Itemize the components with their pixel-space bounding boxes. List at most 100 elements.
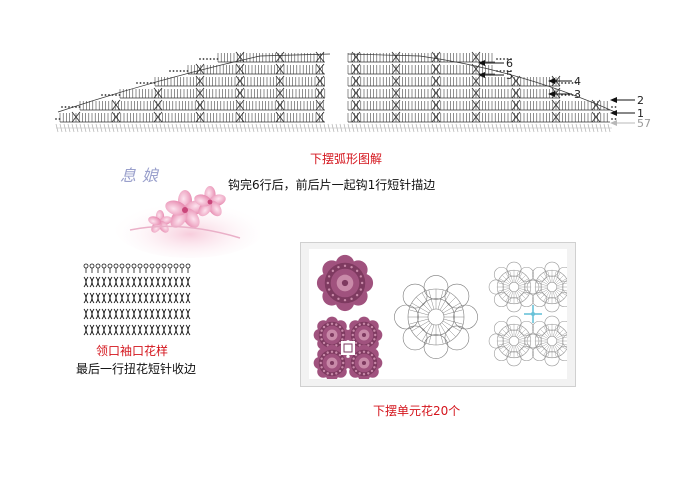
chain-dot bbox=[503, 58, 505, 60]
cable-stitch bbox=[121, 276, 125, 288]
cable-stitch bbox=[91, 324, 95, 336]
cross-stitch bbox=[391, 75, 401, 87]
cable-stitch bbox=[157, 308, 161, 320]
chart-spoke bbox=[501, 344, 511, 354]
chart-spoke bbox=[408, 318, 429, 325]
cross-stitch bbox=[195, 63, 205, 75]
joined-motif-chart bbox=[526, 261, 578, 313]
yarn-texture bbox=[370, 353, 374, 357]
collar-row-5 bbox=[83, 324, 191, 336]
yarn-texture bbox=[370, 369, 374, 373]
cross-stitch bbox=[275, 75, 285, 87]
chart-spoke bbox=[516, 272, 523, 283]
chart-spoke bbox=[535, 342, 548, 346]
motif-illustrations bbox=[313, 254, 578, 382]
chart-ring bbox=[546, 335, 558, 347]
cable-stitch bbox=[91, 308, 95, 320]
row-marker-6: 6 bbox=[506, 57, 513, 70]
chart-spoke bbox=[535, 336, 548, 340]
chart-spoke bbox=[554, 291, 561, 302]
chain-dot bbox=[496, 58, 498, 60]
chain-dot bbox=[561, 82, 563, 84]
chart-spoke bbox=[439, 323, 451, 342]
chain-dot bbox=[179, 70, 182, 72]
picot-stitch bbox=[101, 263, 107, 269]
chain-dot bbox=[61, 106, 63, 108]
collar-row-3 bbox=[83, 292, 191, 304]
cross-stitch bbox=[195, 111, 205, 123]
cable-stitch bbox=[181, 308, 185, 320]
chain-dot bbox=[503, 70, 505, 72]
yarn-texture bbox=[341, 357, 344, 360]
chart-spoke bbox=[556, 288, 569, 292]
cable-stitch bbox=[139, 324, 143, 336]
cable-stitch bbox=[115, 308, 119, 320]
yarn-texture bbox=[322, 353, 326, 357]
cross-stitch bbox=[351, 99, 361, 111]
yarn-texture bbox=[374, 361, 377, 365]
yarn-texture bbox=[350, 297, 353, 301]
cross-stitch bbox=[153, 87, 163, 99]
yarn-texture bbox=[359, 288, 363, 291]
chart-spoke bbox=[517, 344, 527, 354]
yarn-texture bbox=[335, 372, 338, 375]
chain-dot bbox=[199, 58, 201, 60]
yarn-texture bbox=[351, 333, 354, 337]
cross-stitch bbox=[235, 51, 245, 63]
yarn-hole bbox=[329, 332, 335, 338]
chart-spoke bbox=[554, 272, 561, 283]
chart-spoke bbox=[421, 292, 433, 311]
cable-stitch bbox=[85, 276, 89, 288]
cross-stitch bbox=[275, 99, 285, 111]
cable-stitch bbox=[109, 324, 113, 336]
chart-petal bbox=[444, 325, 470, 351]
chart-spoke bbox=[411, 302, 430, 314]
yarn-joined-motif bbox=[345, 344, 383, 382]
cable-stitch bbox=[163, 276, 167, 288]
chart-ring bbox=[508, 335, 520, 347]
chart-spoke bbox=[517, 290, 527, 300]
motif-panel bbox=[300, 242, 578, 387]
chart-spoke bbox=[428, 324, 435, 345]
chart-spoke bbox=[509, 270, 513, 283]
chart-spoke bbox=[499, 332, 510, 339]
yarn-texture bbox=[367, 323, 370, 326]
cable-stitch bbox=[127, 308, 131, 320]
picot-stitch bbox=[167, 263, 173, 269]
cable-stitch bbox=[151, 308, 155, 320]
yarn-texture bbox=[362, 350, 366, 353]
chart-spoke bbox=[537, 278, 548, 285]
row-marker-1: 1 bbox=[637, 107, 644, 120]
cable-stitch bbox=[139, 308, 143, 320]
chain-dot bbox=[68, 106, 70, 108]
hem-row-2 bbox=[61, 101, 617, 111]
yarn-texture bbox=[358, 351, 361, 354]
cable-stitch bbox=[145, 292, 149, 304]
chain-dot bbox=[202, 58, 205, 60]
yarn-texture bbox=[360, 281, 364, 285]
row-marker-5: 5 bbox=[506, 69, 513, 82]
cross-stitch bbox=[431, 51, 441, 63]
chain-dot bbox=[186, 70, 189, 72]
cable-stitch bbox=[121, 292, 125, 304]
yarn-texture bbox=[327, 288, 331, 291]
yarn-texture bbox=[322, 369, 326, 373]
cross-stitch bbox=[235, 75, 245, 87]
picot-stitch bbox=[173, 263, 179, 269]
chart-petal bbox=[557, 320, 573, 336]
cable-stitch bbox=[151, 324, 155, 336]
yarn-texture bbox=[342, 361, 345, 365]
cross-stitch bbox=[315, 99, 325, 111]
yarn-texture bbox=[370, 325, 374, 329]
chain-dot bbox=[139, 82, 142, 84]
chain-dot bbox=[136, 82, 138, 84]
chart-spoke bbox=[505, 272, 512, 283]
chain-dot bbox=[614, 118, 617, 120]
flower-decoration bbox=[115, 186, 265, 258]
cross-stitch bbox=[275, 111, 285, 123]
chart-spoke bbox=[416, 322, 431, 337]
cross-stitch bbox=[391, 63, 401, 75]
yarn-joined-motif bbox=[345, 316, 383, 354]
cable-stitch bbox=[85, 292, 89, 304]
yarn-texture bbox=[350, 265, 353, 269]
